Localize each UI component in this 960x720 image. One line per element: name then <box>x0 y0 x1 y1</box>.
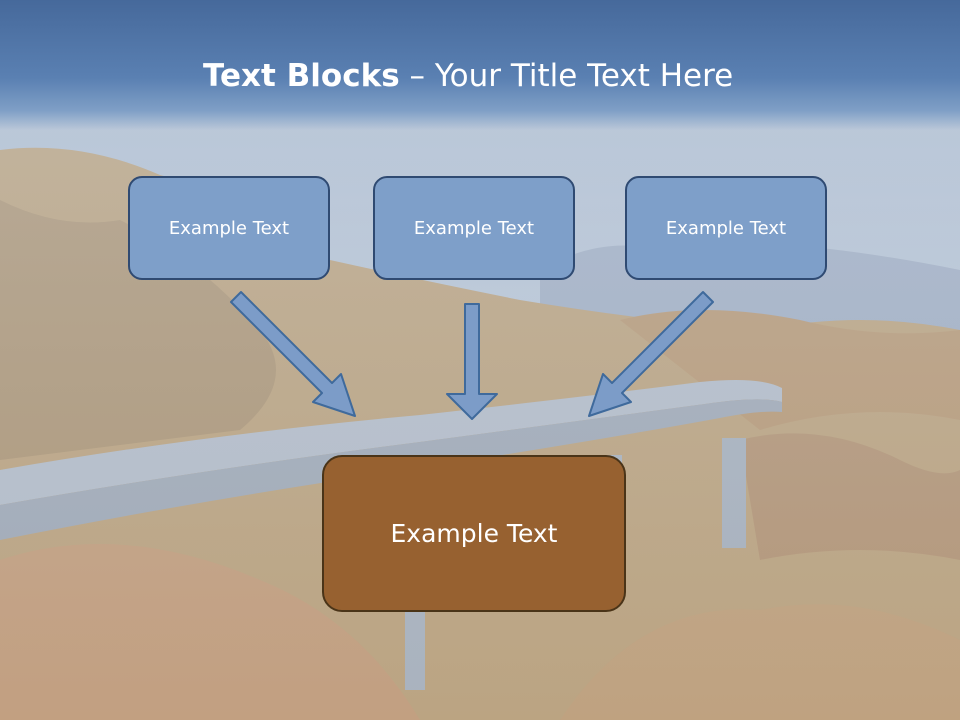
text-block-2-label: Example Text <box>413 217 535 239</box>
title-bold-text: Text Blocks <box>203 58 400 94</box>
text-block-1-label: Example Text <box>168 217 290 239</box>
text-block-3[interactable]: Example Text <box>625 176 827 280</box>
arrow-down-left-icon <box>588 291 714 417</box>
text-block-1[interactable]: Example Text <box>128 176 330 280</box>
arrow-down-right-icon <box>230 291 356 417</box>
target-text-block-label: Example Text <box>390 519 558 548</box>
title-rest-text: – Your Title Text Here <box>399 58 734 94</box>
title-bar <box>0 0 960 130</box>
text-block-3-label: Example Text <box>665 217 787 239</box>
text-block-2[interactable]: Example Text <box>373 176 575 280</box>
slide-title: Text Blocks – Your Title Text Here <box>203 54 733 98</box>
arrow-down-icon <box>446 303 498 420</box>
target-text-block[interactable]: Example Text <box>322 455 626 612</box>
